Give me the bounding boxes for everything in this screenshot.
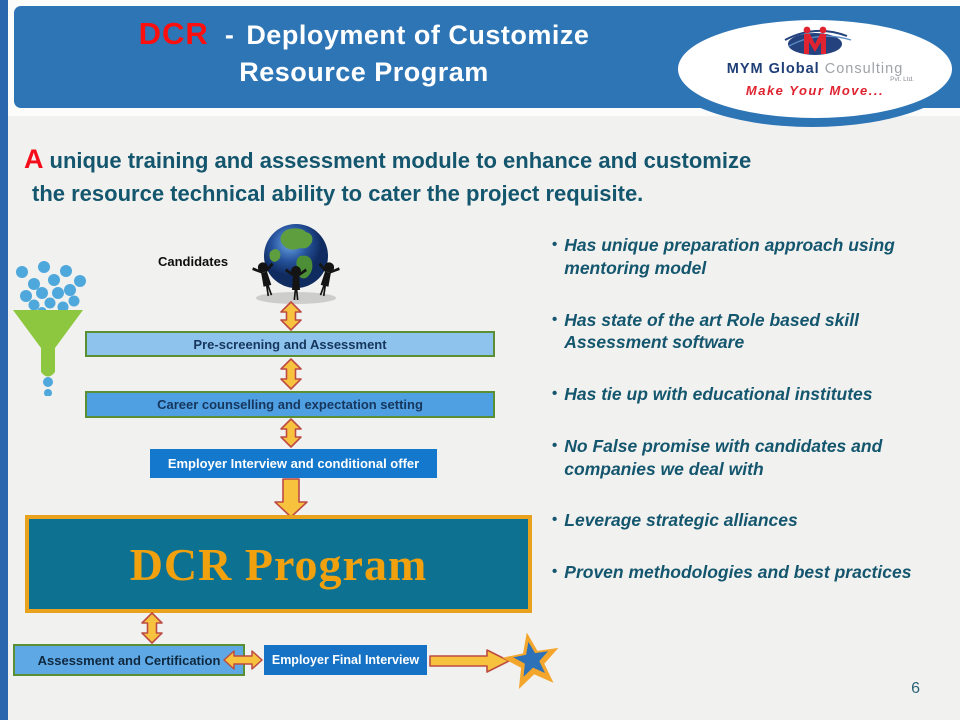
bullet-marker: •: [552, 236, 558, 253]
bullet-text: No False promise with candidates and com…: [564, 435, 883, 479]
bullet-text: Has state of the art Role based skill As…: [564, 309, 859, 353]
subtitle-lead-letter: A: [24, 144, 44, 174]
bullet-text: Leverage strategic alliances: [564, 510, 798, 531]
bullet-marker: •: [552, 310, 558, 328]
title-line-2: Resource Program: [239, 57, 489, 87]
bullet-marker: •: [552, 511, 558, 529]
flow-box-employer-final-interview: Employer Final Interview: [264, 645, 427, 675]
company-logo: MYM Global Consulting Pvt. Ltd. Make You…: [662, 12, 960, 127]
logo-mark-icon: [784, 26, 852, 55]
bullet-marker: •: [552, 385, 558, 402]
double-arrow-vertical-icon: [141, 612, 163, 644]
bullet-text: Proven methodologies and best practices: [564, 562, 912, 582]
double-arrow-vertical-icon: [280, 418, 302, 448]
double-arrow-horizontal-icon: [223, 650, 263, 670]
page-title: DCR-Deployment of Customize Resource Pro…: [34, 18, 694, 86]
bullet-marker: •: [552, 563, 558, 580]
flow-box-dcr-program: DCR Program: [25, 515, 532, 613]
flow-box-counselling: Career counselling and expectation setti…: [85, 391, 495, 418]
feature-bullet-list: • Has unique preparation approach using m…: [552, 234, 944, 613]
title-separator: -: [224, 20, 235, 50]
globe-people-icon: [252, 224, 340, 304]
double-arrow-vertical-icon: [280, 301, 302, 331]
funnel-icon: [13, 261, 86, 396]
flow-box-assessment-certification: Assessment and Certification: [13, 644, 245, 676]
title-text-1: Deployment of Customize: [246, 20, 590, 50]
candidates-label: Candidates: [158, 254, 229, 269]
star-icon: [502, 632, 559, 689]
arrow-right-icon: [429, 649, 510, 673]
double-arrow-vertical-icon: [280, 358, 302, 390]
left-edge-strip: [0, 0, 8, 720]
flow-box-employer-interview: Employer Interview and conditional offer: [150, 449, 437, 478]
list-item: • Has unique preparation approach using m…: [552, 234, 944, 280]
logo-brand-bold: MYM Global: [726, 61, 820, 77]
bullet-text: Has unique preparation approach using me…: [564, 235, 895, 278]
subtitle-line-1: unique training and assessment module to…: [49, 148, 752, 173]
logo-subtext: Pvt. Ltd.: [890, 76, 914, 83]
subtitle-line-2: the resource technical ability to cater …: [32, 181, 644, 207]
list-item: • Has state of the art Role based skill A…: [552, 309, 944, 355]
title-line-1: DCR-Deployment of Customize: [34, 18, 694, 49]
bullet-text: Has tie up with educational institutes: [564, 384, 873, 404]
logo-tagline: Make Your Move...: [745, 83, 885, 98]
flow-box-prescreening: Pre-screening and Assessment: [85, 331, 495, 357]
arrow-down-icon: [274, 478, 308, 518]
bullet-marker: •: [552, 436, 558, 454]
page-number: 6: [911, 680, 920, 697]
list-item: • No False promise with candidates and co…: [552, 435, 944, 481]
list-item: • Leverage strategic alliances: [552, 509, 944, 532]
list-item: • Proven methodologies and best practices: [552, 561, 944, 584]
logo-brand-name: MYM Global Consulting: [678, 61, 952, 77]
list-item: • Has tie up with educational institutes: [552, 383, 944, 406]
logo-brand-light: Consulting: [824, 61, 904, 77]
title-acronym: DCR: [138, 16, 209, 51]
